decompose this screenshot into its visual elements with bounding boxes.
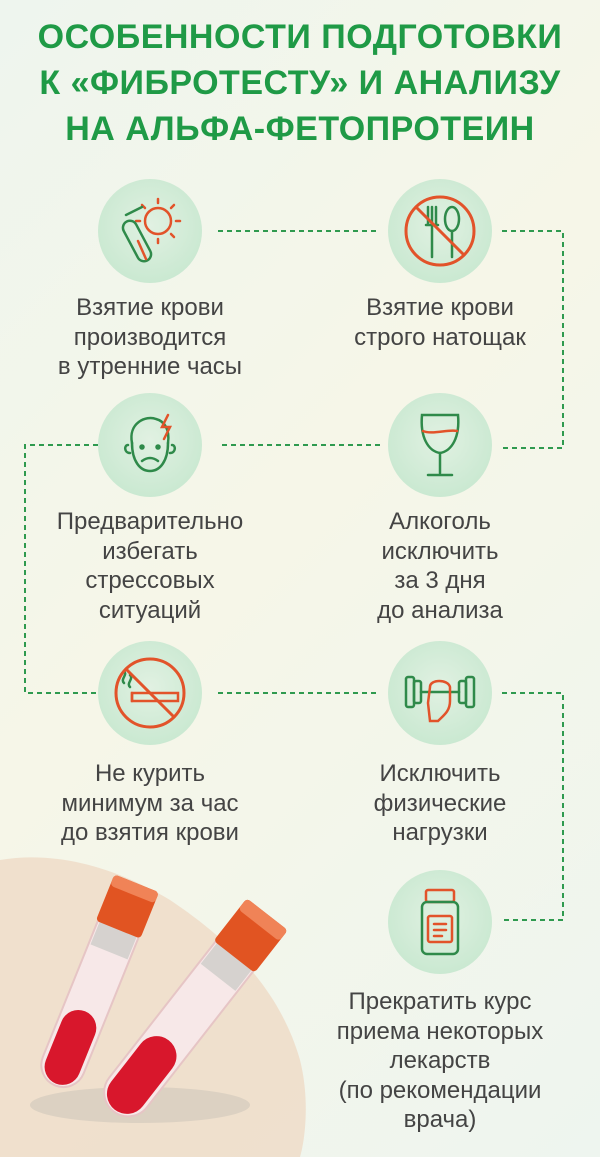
wine-glass-icon (388, 393, 492, 497)
item-label: Взятие крови строго натощак (354, 294, 526, 351)
sun-test-tube-icon (98, 179, 202, 283)
item-label: Исключить физические нагрузки (373, 760, 507, 846)
title-line-3: НА АЛЬФА-ФЕТОПРОТЕИН (65, 110, 535, 148)
item-label: Взятие крови производится в утренние час… (57, 294, 243, 380)
dumbbell-icon (388, 641, 492, 745)
no-smoking-icon (98, 641, 202, 745)
title-line-2: К «ФИБРОТЕСТУ» И АНАЛИЗУ (39, 64, 561, 102)
medicine-bottle-icon (388, 870, 492, 974)
no-food-icon (388, 179, 492, 283)
title-line-1: ОСОБЕННОСТИ ПОДГОТОВКИ (37, 18, 563, 56)
item-label: Алкоголь исключить за 3 дня до анализа (377, 508, 503, 624)
stressed-face-icon (98, 393, 202, 497)
item-label: Не курить минимум за час до взятия крови (61, 760, 239, 846)
page-title: ОСОБЕННОСТИ ПОДГОТОВКИ К «ФИБРОТЕСТУ» И … (0, 14, 600, 152)
item-label: Прекратить курс приема некоторых лекарст… (336, 988, 544, 1133)
item-label: Предварительно избегать стрессовых ситуа… (56, 508, 244, 624)
